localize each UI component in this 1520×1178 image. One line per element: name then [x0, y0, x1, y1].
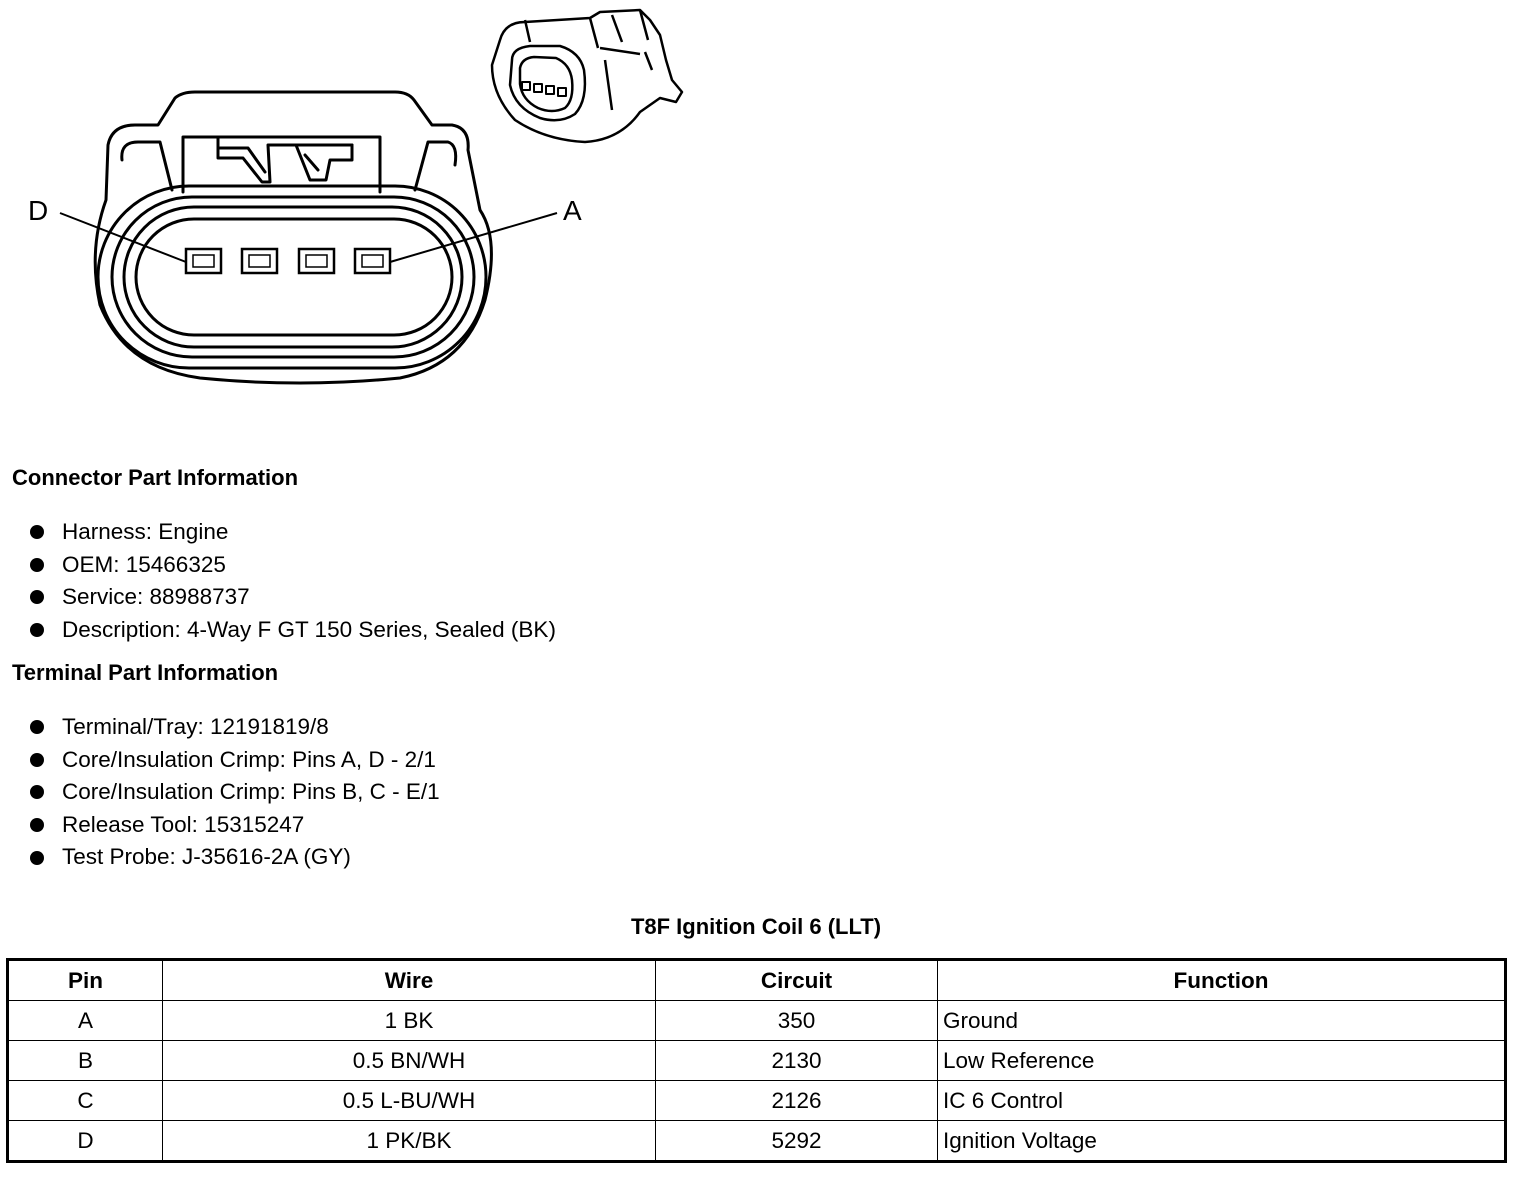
bullet-icon: [30, 785, 44, 800]
bullet-icon: [30, 623, 44, 638]
leader-line-d: [59, 212, 187, 263]
cell-circuit: 2126: [655, 1080, 938, 1121]
list-item-text: Service: 88988737: [62, 584, 250, 610]
list-item-text: Description: 4-Way F GT 150 Series, Seal…: [62, 616, 556, 642]
terminal-cavity-c: [240, 247, 279, 275]
terminal-cavities: [184, 247, 392, 275]
terminal-info-heading: Terminal Part Information: [12, 660, 279, 685]
table-row: C 0.5 L-BU/WH 2126 IC 6 Control: [7, 1080, 1506, 1121]
list-item-text: OEM: 15466325: [62, 551, 226, 577]
bullet-icon: [30, 590, 44, 605]
list-item: Harness: Engine: [28, 516, 556, 549]
pinout-table: Pin Wire Circuit Function A 1 BK 350 Gro…: [6, 958, 1507, 1163]
pin-label-a: A: [563, 195, 582, 226]
column-header-pin: Pin: [7, 959, 163, 1001]
list-item: Release Tool: 15315247: [28, 809, 440, 842]
terminal-cavity-b: [297, 247, 336, 275]
list-item: Service: 88988737: [28, 581, 556, 614]
list-item: Description: 4-Way F GT 150 Series, Seal…: [28, 614, 556, 647]
cell-circuit: 350: [655, 1000, 938, 1041]
cell-pin: B: [7, 1040, 163, 1081]
table-row: B 0.5 BN/WH 2130 Low Reference: [7, 1040, 1506, 1081]
bullet-icon: [30, 720, 44, 735]
connector-diagram: D A: [28, 8, 684, 385]
bullet-icon: [30, 525, 44, 540]
bullet-icon: [30, 818, 44, 833]
column-header-wire: Wire: [162, 959, 656, 1001]
cell-function: Low Reference: [937, 1040, 1506, 1081]
bullet-icon: [30, 752, 44, 767]
leader-line-a: [389, 212, 558, 263]
pin-label-d: D: [28, 195, 48, 226]
list-item: OEM: 15466325: [28, 549, 556, 582]
table-row: D 1 PK/BK 5292 Ignition Voltage: [7, 1120, 1506, 1162]
list-item-text: Core/Insulation Crimp: Pins B, C - E/1: [62, 779, 440, 805]
connector-face-drawing: [93, 90, 493, 385]
cell-circuit: 5292: [655, 1120, 938, 1162]
terminal-cavity-d: [184, 247, 223, 275]
cell-wire: 1 BK: [162, 1000, 656, 1041]
list-item-text: Core/Insulation Crimp: Pins A, D - 2/1: [62, 746, 436, 772]
terminal-info-list: Terminal/Tray: 12191819/8 Core/Insulatio…: [28, 711, 440, 874]
table-header-row: Pin Wire Circuit Function: [7, 959, 1506, 1001]
cell-circuit: 2130: [655, 1040, 938, 1081]
list-item-text: Harness: Engine: [62, 519, 229, 544]
list-item: Test Probe: J-35616-2A (GY): [28, 841, 440, 874]
list-item-text: Release Tool: 15315247: [62, 811, 305, 837]
list-item: Terminal/Tray: 12191819/8: [28, 711, 440, 744]
bullet-icon: [30, 557, 44, 572]
list-item: Core/Insulation Crimp: Pins B, C - E/1: [28, 776, 440, 809]
cell-wire: 0.5 BN/WH: [162, 1040, 656, 1081]
table-title: T8F Ignition Coil 6 (LLT): [630, 914, 882, 939]
terminal-cavity-a: [353, 247, 392, 275]
list-item-text: Test Probe: J-35616-2A (GY): [62, 844, 351, 870]
cell-function: IC 6 Control: [937, 1080, 1506, 1121]
cell-pin: C: [7, 1080, 163, 1121]
connector-info-heading: Connector Part Information: [12, 465, 299, 490]
cell-function: Ignition Voltage: [937, 1120, 1506, 1162]
table-row: A 1 BK 350 Ground: [7, 1000, 1506, 1041]
list-item-text: Terminal/Tray: 12191819/8: [62, 714, 329, 739]
column-header-function: Function: [937, 959, 1506, 1001]
cell-wire: 0.5 L-BU/WH: [162, 1080, 656, 1121]
list-item: Core/Insulation Crimp: Pins A, D - 2/1: [28, 744, 440, 777]
connector-isometric-illustration: [490, 8, 684, 144]
cell-pin: A: [7, 1000, 163, 1041]
connector-info-list: Harness: Engine OEM: 15466325 Service: 8…: [28, 516, 556, 646]
column-header-circuit: Circuit: [655, 959, 938, 1001]
cell-function: Ground: [937, 1000, 1506, 1041]
cell-wire: 1 PK/BK: [162, 1120, 656, 1162]
cell-pin: D: [7, 1120, 163, 1162]
bullet-icon: [30, 850, 44, 865]
